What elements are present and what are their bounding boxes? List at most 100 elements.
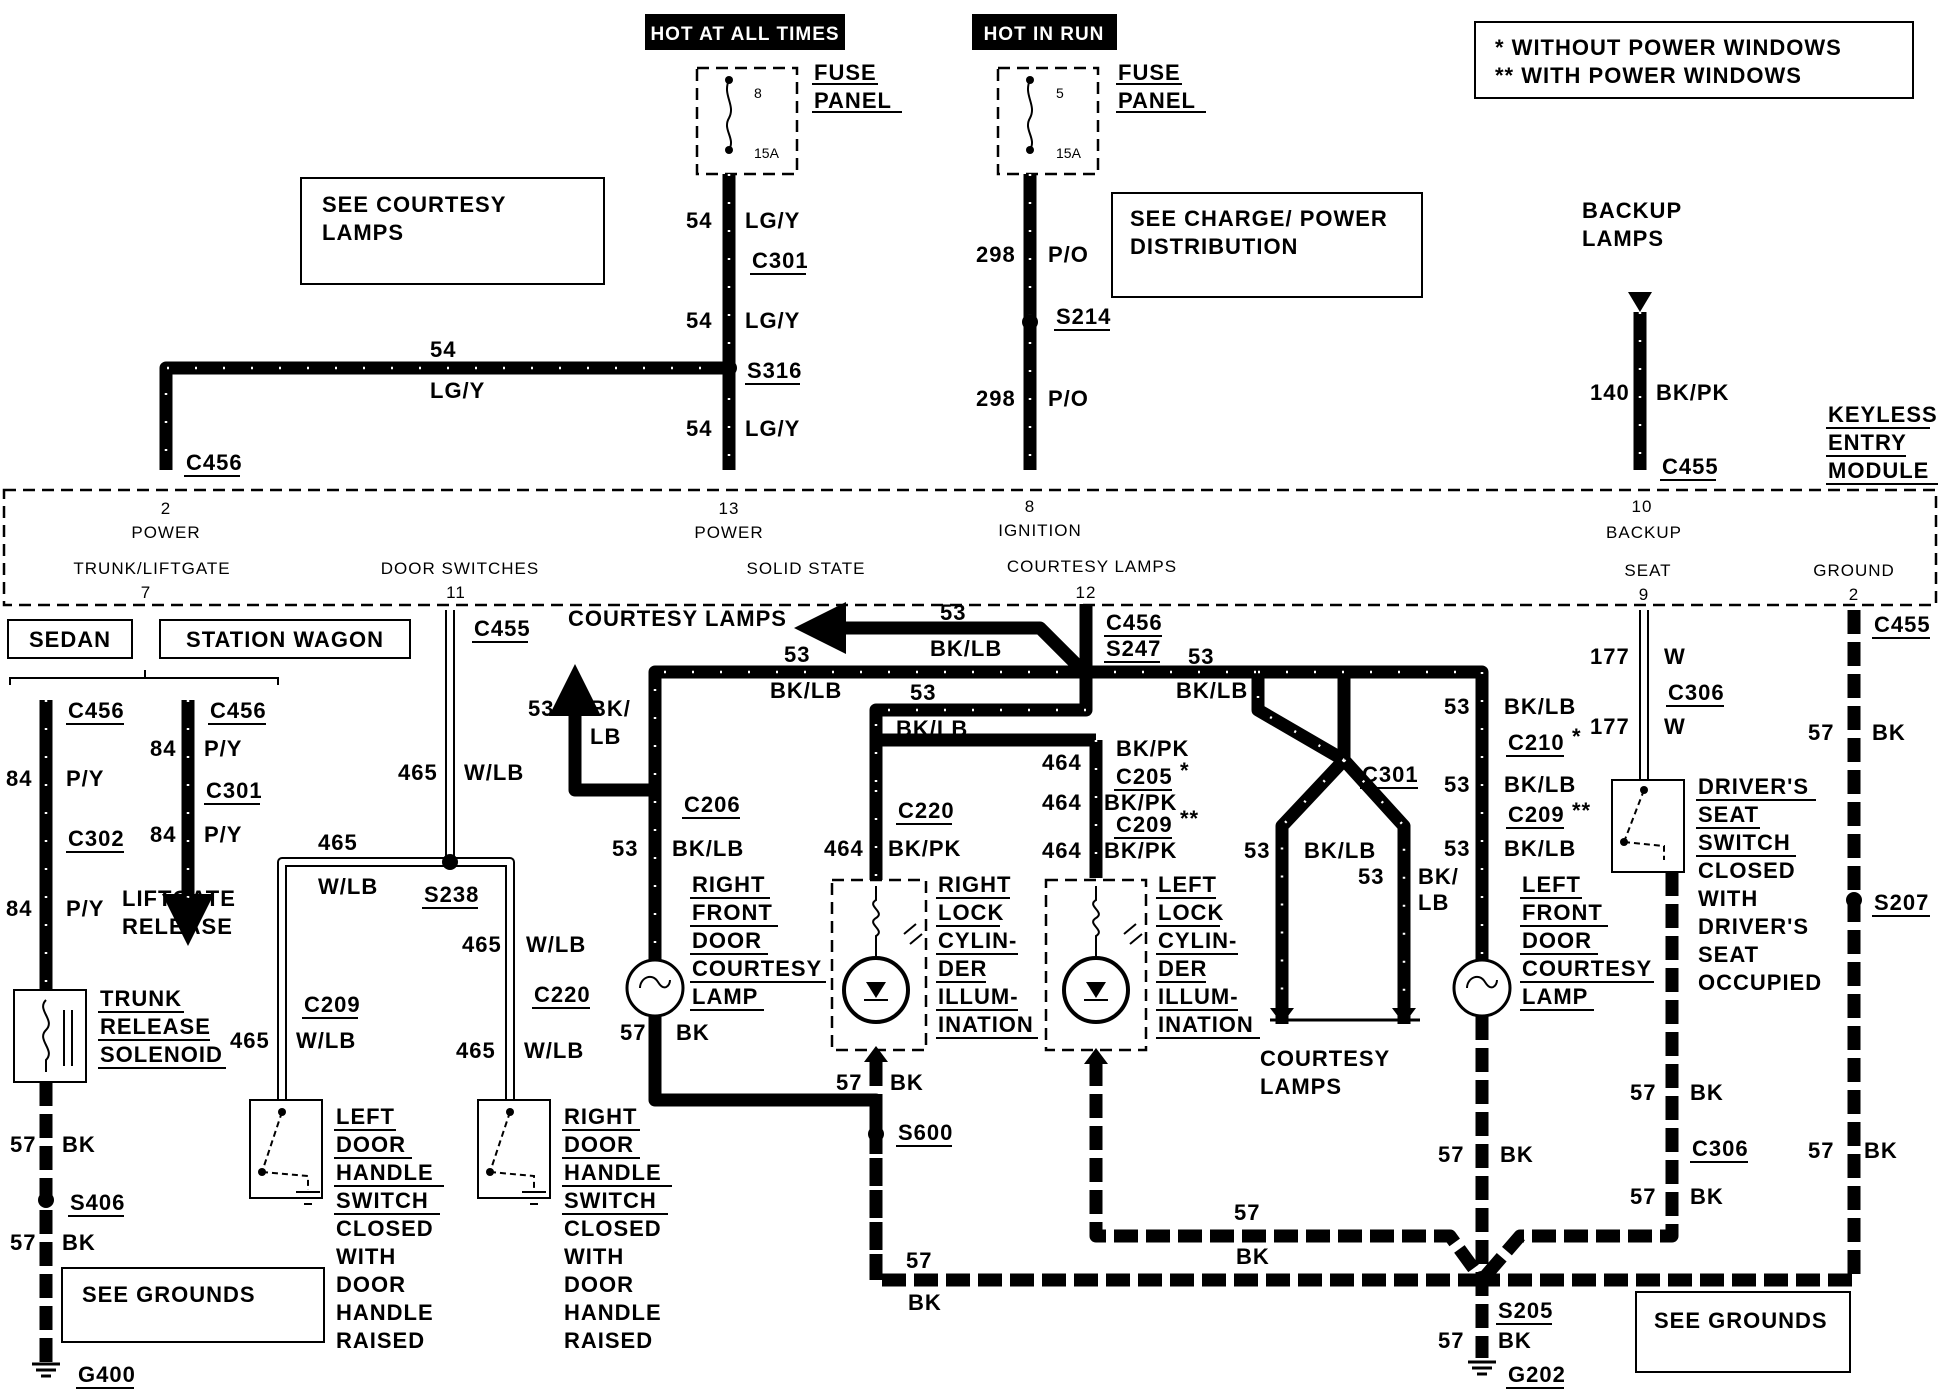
svg-text:DOOR: DOOR xyxy=(564,1272,634,1297)
svg-text:TRUNK/LIFTGATE: TRUNK/LIFTGATE xyxy=(73,559,230,578)
svg-text:BK: BK xyxy=(1690,1184,1724,1209)
svg-text:BK/LB: BK/LB xyxy=(770,678,842,703)
svg-text:S316: S316 xyxy=(747,358,802,383)
svg-text:HANDLE: HANDLE xyxy=(564,1160,662,1185)
svg-text:53: 53 xyxy=(1444,694,1470,719)
svg-text:LEFT: LEFT xyxy=(1522,872,1581,897)
svg-text:RIGHT: RIGHT xyxy=(938,872,1011,897)
svg-text:LEFT: LEFT xyxy=(1158,872,1217,897)
svg-text:BK: BK xyxy=(1498,1328,1532,1353)
svg-text:LB: LB xyxy=(1418,890,1449,915)
svg-text:BK/PK: BK/PK xyxy=(1104,838,1177,863)
svg-text:53: 53 xyxy=(910,680,936,705)
hot-in-run-header: HOT IN RUN xyxy=(972,14,1117,50)
svg-text:BK/LB: BK/LB xyxy=(1176,678,1248,703)
svg-text:HANDLE: HANDLE xyxy=(336,1160,434,1185)
svg-text:POWER: POWER xyxy=(131,523,200,542)
svg-text:C301: C301 xyxy=(1362,762,1419,787)
svg-text:RAISED: RAISED xyxy=(564,1328,653,1353)
svg-text:S600: S600 xyxy=(898,1120,953,1145)
svg-text:BK: BK xyxy=(62,1230,96,1255)
svg-text:LEFT: LEFT xyxy=(336,1104,395,1129)
svg-text:57: 57 xyxy=(10,1132,36,1157)
svg-text:C306: C306 xyxy=(1692,1136,1749,1161)
svg-text:177: 177 xyxy=(1590,644,1630,669)
svg-text:**: ** xyxy=(1180,806,1199,831)
drivers-seat-switch: DRIVER'S SEAT SWITCH CLOSED WITH DRIVER'… xyxy=(1611,774,1821,995)
svg-text:P/O: P/O xyxy=(1048,386,1089,411)
svg-text:SEAT: SEAT xyxy=(1624,561,1671,580)
svg-text:BACKUP: BACKUP xyxy=(1606,523,1682,542)
svg-text:LAMP: LAMP xyxy=(692,984,758,1009)
svg-text:ENTRY: ENTRY xyxy=(1828,430,1907,455)
svg-text:DOOR: DOOR xyxy=(336,1132,406,1157)
svg-text:C301: C301 xyxy=(206,778,263,803)
svg-text:ILLUM-: ILLUM- xyxy=(938,984,1019,1009)
svg-text:53: 53 xyxy=(528,696,554,721)
svg-text:298: 298 xyxy=(976,242,1016,267)
svg-text:SWITCH: SWITCH xyxy=(564,1188,657,1213)
svg-text:57: 57 xyxy=(836,1070,862,1095)
svg-text:COURTESY: COURTESY xyxy=(1260,1046,1390,1071)
left-door-handle-switch: LEFT DOOR HANDLE SWITCH CLOSED WITH DOOR… xyxy=(249,1099,444,1353)
svg-text:HANDLE: HANDLE xyxy=(336,1300,434,1325)
svg-text:54: 54 xyxy=(686,416,712,441)
svg-text:BK: BK xyxy=(1236,1244,1270,1269)
svg-text:C455: C455 xyxy=(1874,612,1931,637)
svg-text:57: 57 xyxy=(1630,1080,1656,1105)
svg-text:57: 57 xyxy=(1808,720,1834,745)
svg-text:COURTESY LAMPS: COURTESY LAMPS xyxy=(568,606,787,631)
svg-text:SEE COURTESY: SEE COURTESY xyxy=(322,192,506,217)
svg-text:KEYLESS: KEYLESS xyxy=(1828,402,1938,427)
svg-text:12: 12 xyxy=(1076,583,1097,602)
svg-text:RIGHT: RIGHT xyxy=(692,872,765,897)
svg-text:BK/LB: BK/LB xyxy=(1304,838,1376,863)
svg-text:LOCK: LOCK xyxy=(938,900,1004,925)
svg-text:MODULE: MODULE xyxy=(1828,458,1929,483)
svg-text:W/LB: W/LB xyxy=(296,1028,356,1053)
svg-text:C456: C456 xyxy=(210,698,267,723)
svg-text:C301: C301 xyxy=(752,248,809,273)
svg-text:RELEASE: RELEASE xyxy=(122,914,233,939)
svg-text:LAMPS: LAMPS xyxy=(1582,226,1664,251)
right-lock-cylinder-illumination: RIGHT LOCK CYLIN- DER ILLUM- INATION xyxy=(830,872,1038,1052)
svg-text:57: 57 xyxy=(1234,1200,1260,1225)
svg-text:RAISED: RAISED xyxy=(336,1328,425,1353)
svg-text:8: 8 xyxy=(754,85,762,101)
svg-text:BK: BK xyxy=(676,1020,710,1045)
svg-text:SEE CHARGE/ POWER: SEE CHARGE/ POWER xyxy=(1130,206,1388,231)
svg-text:11: 11 xyxy=(446,583,466,602)
svg-text:53: 53 xyxy=(1244,838,1270,863)
svg-text:LG/Y: LG/Y xyxy=(430,378,485,403)
svg-text:S238: S238 xyxy=(424,882,479,907)
svg-text:LAMPS: LAMPS xyxy=(322,220,404,245)
svg-text:**: ** xyxy=(1572,798,1591,823)
svg-text:CYLIN-: CYLIN- xyxy=(1158,928,1237,953)
svg-text:FUSE: FUSE xyxy=(1118,60,1181,85)
svg-text:DOOR SWITCHES: DOOR SWITCHES xyxy=(381,559,539,578)
svg-text:C455: C455 xyxy=(1662,454,1719,479)
svg-text:WITH: WITH xyxy=(564,1244,624,1269)
svg-text:53: 53 xyxy=(1358,864,1384,889)
svg-text:177: 177 xyxy=(1590,714,1630,739)
svg-text:53: 53 xyxy=(1444,772,1470,797)
svg-text:FRONT: FRONT xyxy=(692,900,773,925)
svg-text:DRIVER'S: DRIVER'S xyxy=(1698,774,1809,799)
svg-text:8: 8 xyxy=(1025,497,1035,516)
svg-text:BK: BK xyxy=(1872,720,1906,745)
svg-text:W/LB: W/LB xyxy=(318,874,378,899)
svg-text:WITH: WITH xyxy=(1698,886,1758,911)
svg-text:** WITH POWER WINDOWS: ** WITH POWER WINDOWS xyxy=(1495,63,1802,88)
svg-text:LG/Y: LG/Y xyxy=(745,308,800,333)
svg-text:2: 2 xyxy=(161,499,171,518)
svg-text:C209: C209 xyxy=(1508,802,1565,827)
svg-text:53: 53 xyxy=(612,836,638,861)
svg-text:57: 57 xyxy=(1808,1138,1834,1163)
svg-text:HANDLE: HANDLE xyxy=(564,1300,662,1325)
svg-text:DRIVER'S: DRIVER'S xyxy=(1698,914,1809,939)
svg-text:SEAT: SEAT xyxy=(1698,942,1759,967)
svg-text:SEE GROUNDS: SEE GROUNDS xyxy=(82,1282,256,1307)
svg-text:DOOR: DOOR xyxy=(692,928,762,953)
